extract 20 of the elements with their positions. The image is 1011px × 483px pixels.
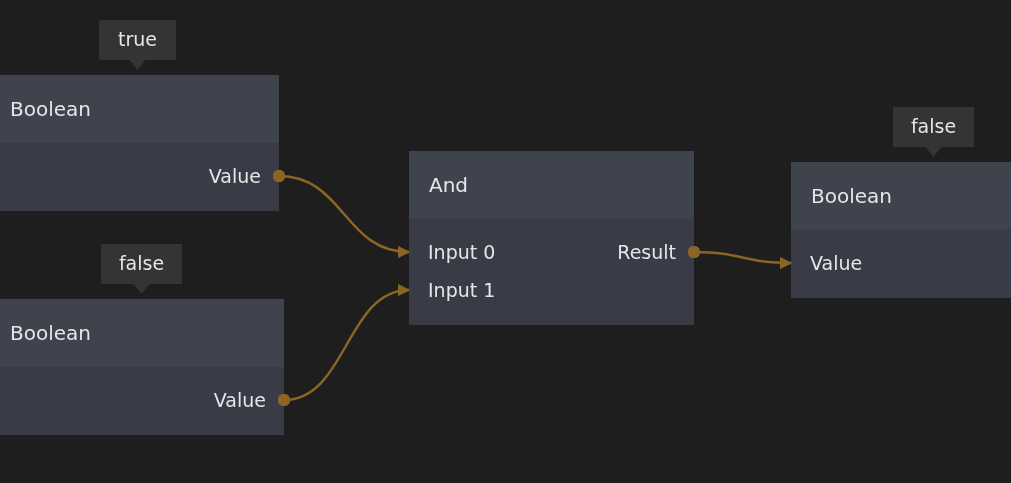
- port-label: Value: [0, 160, 279, 192]
- node-title: Boolean: [0, 75, 279, 143]
- port-label: Input 0: [409, 236, 549, 268]
- node-card: [0, 299, 284, 435]
- value-tooltip: false: [893, 107, 974, 157]
- value-tooltip: true: [99, 20, 176, 70]
- node-title: And: [409, 151, 694, 219]
- connector-arrow: [277, 285, 411, 407]
- port-label: Input 1: [409, 274, 549, 306]
- node-card: [409, 151, 694, 325]
- node-title: Boolean: [0, 299, 284, 367]
- port-label: Value: [791, 247, 1011, 279]
- node-card: [0, 75, 279, 211]
- value-tooltip: false: [101, 244, 182, 294]
- port-label: Value: [0, 384, 284, 416]
- node-title: Boolean: [791, 162, 1011, 230]
- node-card: [791, 162, 1011, 298]
- connector-arrow: [687, 245, 793, 270]
- connector-arrow: [272, 169, 411, 258]
- port-label: Result: [554, 236, 694, 268]
